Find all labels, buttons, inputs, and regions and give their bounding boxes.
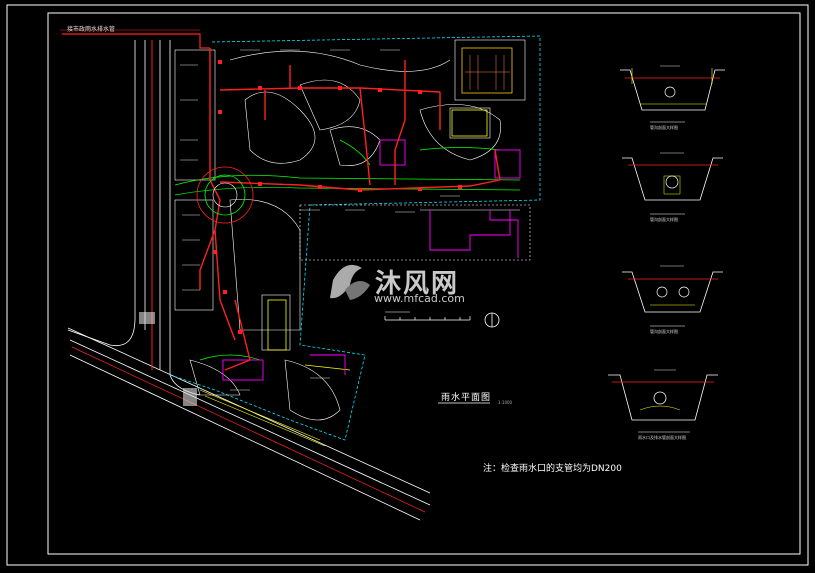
- pipe-annotations: [180, 49, 460, 391]
- green-boundaries: [174, 139, 521, 361]
- section-detail-1: [620, 65, 725, 123]
- road-vertical: [67, 40, 201, 396]
- magenta-structures: [222, 139, 521, 381]
- pipe-note: 注：检查雨水口的支管均为DN200: [483, 464, 622, 474]
- top-rain-pipe: [60, 29, 210, 49]
- north-arrow: [484, 312, 500, 328]
- section-detail-4: [608, 369, 718, 433]
- plan-title: 雨水平面图: [441, 393, 492, 403]
- court-hatching: [465, 55, 510, 90]
- plan-scale: 1:1000: [498, 400, 513, 405]
- crosswalks: [139, 312, 197, 406]
- top-left-pipe-label: 接市政雨水排水管: [67, 26, 116, 33]
- outer-frame: [6, 4, 809, 566]
- section-detail-2: [622, 152, 723, 215]
- inspection-wells: [213, 60, 462, 334]
- watermark-logo: [330, 264, 370, 300]
- watermark-url: www.mfcad.com: [374, 292, 465, 305]
- inner-frame: [47, 12, 801, 555]
- site-outlines: [174, 39, 531, 421]
- road-diagonal-red: [71, 346, 426, 513]
- yellow-details: [267, 47, 513, 371]
- section-detail-2-title: 管沟剖面大样图: [650, 217, 678, 222]
- road-diagonal-yellow: [199, 389, 326, 447]
- section-detail-3: [622, 265, 723, 327]
- section-detail-3-title: 管沟剖面大样图: [650, 329, 678, 334]
- site-boundary-cyan: [169, 35, 541, 441]
- section-detail-1-title: 管沟剖面大样图: [650, 125, 678, 130]
- scale-bar: [384, 311, 471, 321]
- roundabout: [196, 166, 254, 224]
- section-detail-4-title: 雨水口及排水管剖面大样图: [638, 435, 686, 440]
- watermark-brand: 沐风网: [375, 269, 460, 299]
